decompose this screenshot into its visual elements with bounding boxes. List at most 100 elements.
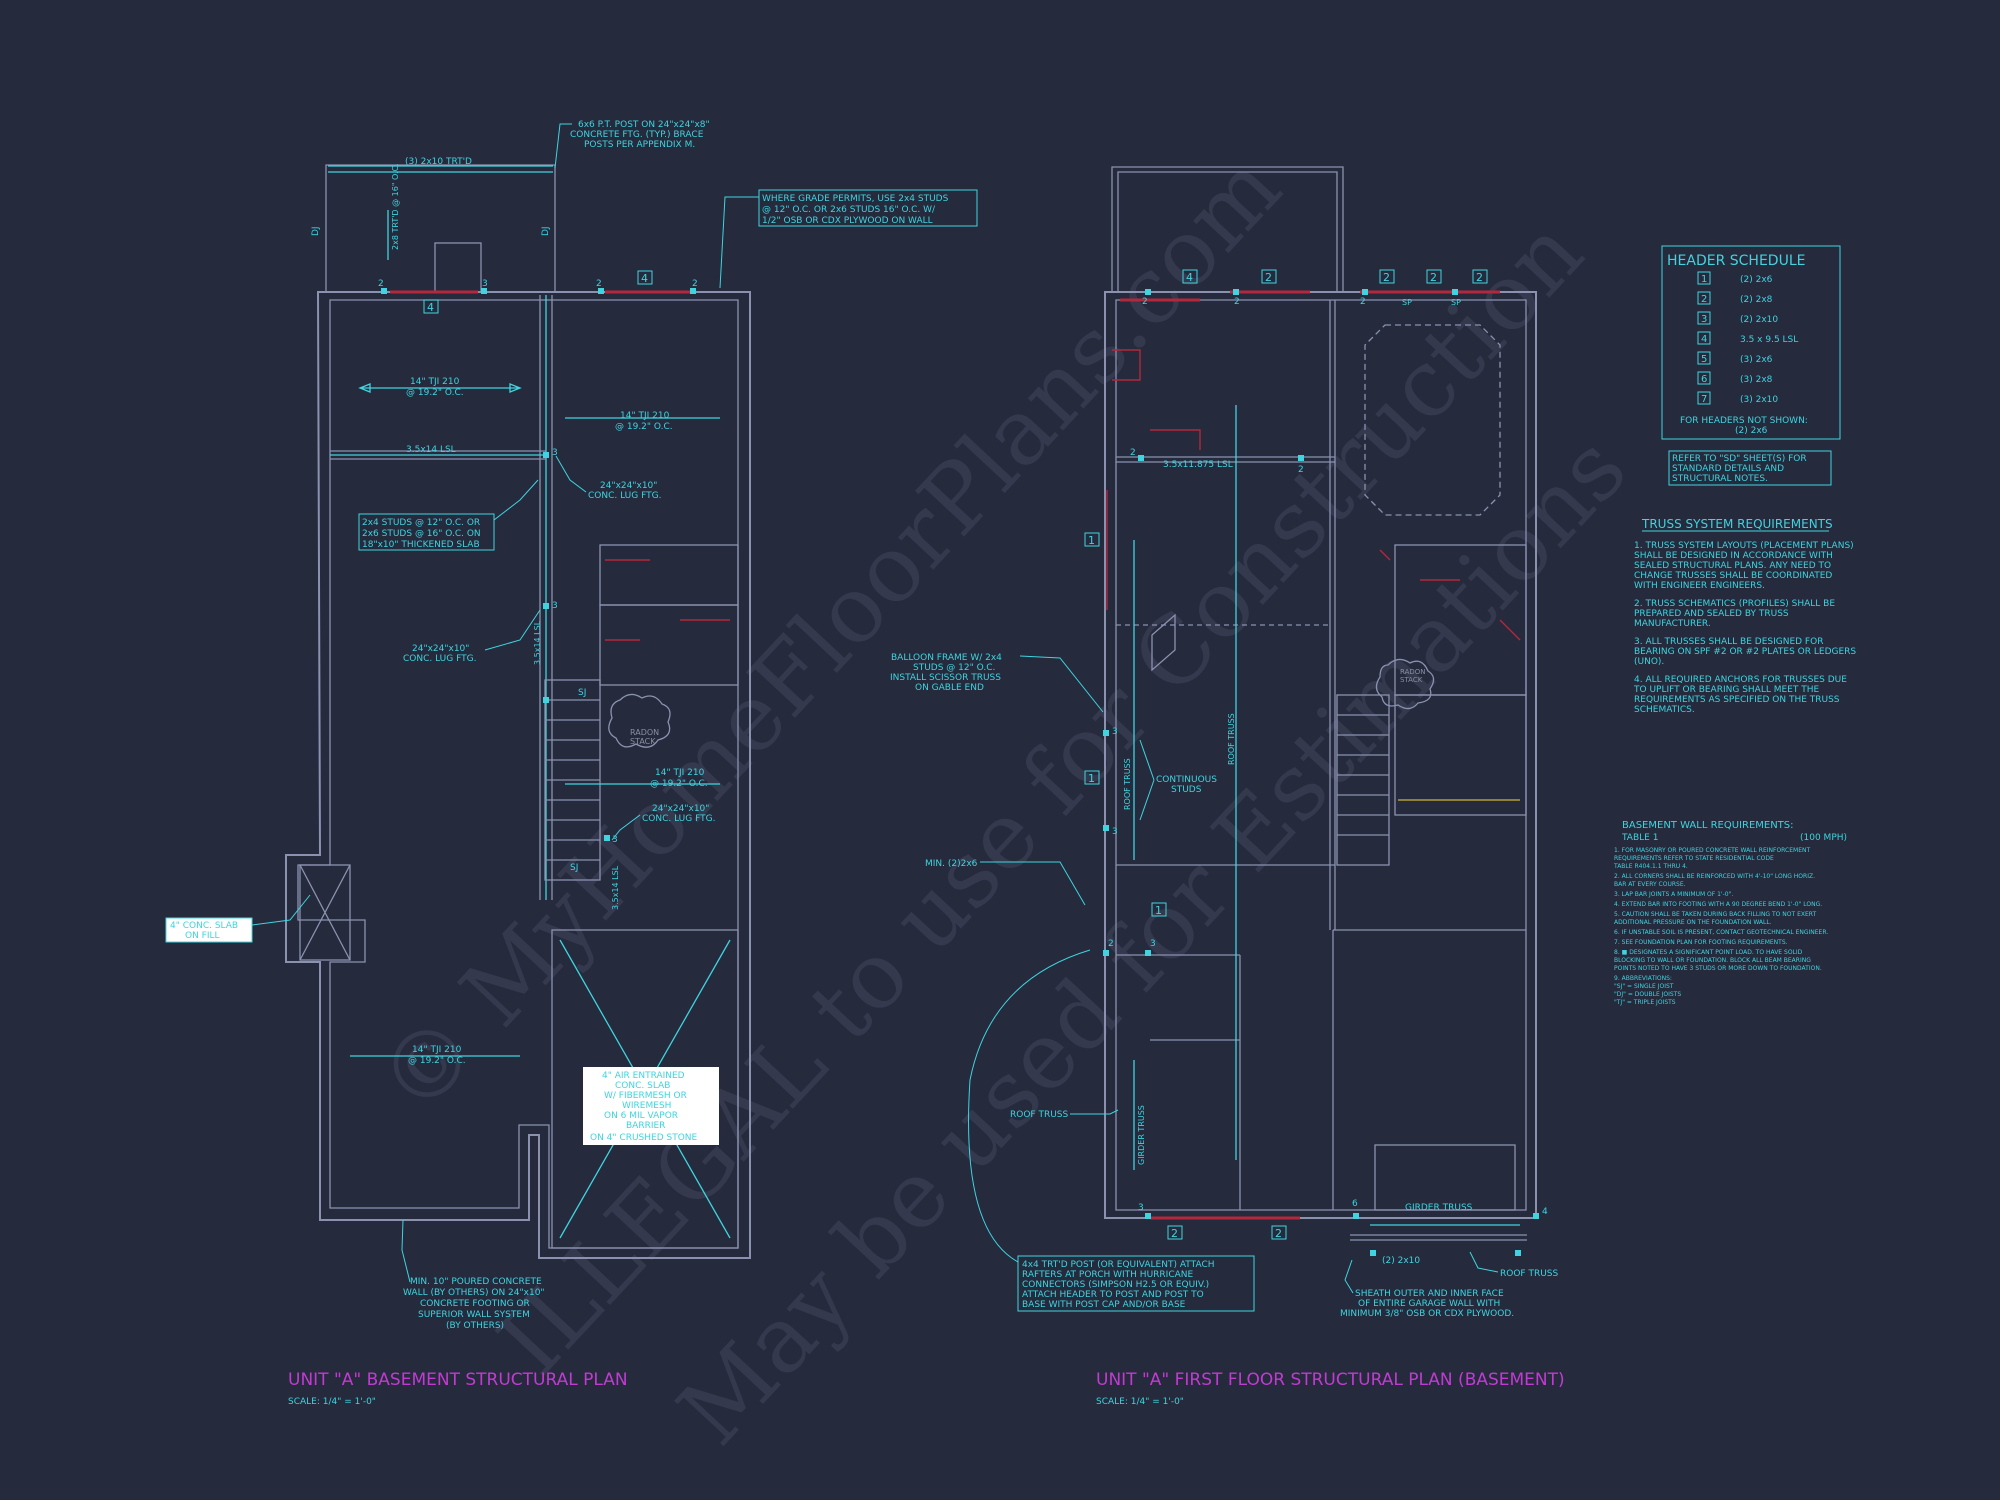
svg-text:CONC. LUG FTG.: CONC. LUG FTG.: [403, 654, 476, 664]
min-note: MIN. (2)2x6: [925, 859, 978, 869]
svg-text:BLOCKING TO WALL OR FOUNDATION: BLOCKING TO WALL OR FOUNDATION. BLOCK AL…: [1614, 957, 1811, 964]
truss-title: TRUSS SYSTEM REQUIREMENTS: [1641, 517, 1833, 531]
ff-post-note: 4x4 TRT'D POST (OR EQUIVALENT) ATTACH RA…: [1017, 1255, 1255, 1312]
svg-text:STUDS @ 12" O.C.: STUDS @ 12" O.C.: [913, 663, 995, 673]
balloon-note: BALLOON FRAME W/ 2x4 STUDS @ 12" O.C. IN…: [890, 653, 1002, 693]
svg-text:4" CONC. SLAB: 4" CONC. SLAB: [170, 921, 238, 931]
tag-3c: 3: [552, 601, 558, 611]
grade-leader: [719, 196, 759, 289]
svg-text:2: 2: [1130, 448, 1136, 458]
roof-truss-v2: ROOF TRUSS: [1227, 713, 1236, 765]
svg-text:INSTALL SCISSOR TRUSS: INSTALL SCISSOR TRUSS: [890, 673, 1001, 683]
radon-cloud: [608, 693, 671, 748]
continuous-note: CONTINUOUS STUDS: [1156, 775, 1217, 795]
svg-text:TO UPLIFT OR BEARING SHALL MEE: TO UPLIFT OR BEARING SHALL MEET THE: [1633, 685, 1819, 695]
svg-text:(3) 2x8: (3) 2x8: [1740, 375, 1773, 385]
sj-2: SJ: [570, 863, 578, 873]
svg-text:"DJ" = DOUBLE JOISTS: "DJ" = DOUBLE JOISTS: [1614, 991, 1681, 998]
svg-text:3: 3: [1150, 939, 1156, 949]
tag-3b: 3: [552, 448, 558, 458]
svg-text:(2) 2x6: (2) 2x6: [1740, 275, 1773, 285]
header-footer-1: FOR HEADERS NOT SHOWN:: [1680, 416, 1808, 426]
svg-text:ON 6 MIL VAPOR: ON 6 MIL VAPOR: [604, 1111, 678, 1121]
svg-text:ADDITIONAL PRESSURE ON THE FOU: ADDITIONAL PRESSURE ON THE FOUNDATION WA…: [1614, 919, 1772, 926]
basement-title: UNIT "A" BASEMENT STRUCTURAL PLAN: [288, 1370, 628, 1390]
svg-text:STACK: STACK: [1400, 676, 1423, 684]
balloon-leader: [1019, 655, 1104, 713]
dj-right: DJ: [541, 226, 551, 236]
header-schedule-frame: [1661, 245, 1841, 440]
svg-text:ON FILL: ON FILL: [185, 931, 220, 941]
svg-text:"SJ" = SINGLE JOIST: "SJ" = SINGLE JOIST: [1614, 983, 1674, 990]
basement-outer-wall: [285, 291, 751, 1259]
sheath-note: SHEATH OUTER AND INNER FACE OF ENTIRE GA…: [1340, 1289, 1514, 1319]
girder-truss-v: GIRDER TRUSS: [1137, 1105, 1146, 1165]
lug-note-2: 24"x24"x10" CONC. LUG FTG.: [403, 644, 476, 664]
svg-text:ON GABLE END: ON GABLE END: [915, 683, 984, 693]
svg-text:18"x10" THICKENED SLAB: 18"x10" THICKENED SLAB: [362, 540, 480, 550]
svg-text:POINTS NOTED TO HAVE 3 STUDS O: POINTS NOTED TO HAVE 3 STUDS OR MORE DOW…: [1614, 965, 1822, 972]
ff-stair: [1336, 694, 1390, 866]
porch-step: [434, 242, 482, 293]
svg-text:2: 2: [1476, 271, 1483, 284]
studs-leader: [493, 479, 539, 521]
svg-text:2: 2: [1265, 271, 1272, 284]
svg-text:6x6 P.T. POST ON 24"x24"x8": 6x6 P.T. POST ON 24"x24"x8": [578, 120, 710, 130]
svg-text:3. LAP BAR JOINTS A MINIMUM OF: 3. LAP BAR JOINTS A MINIMUM OF 1'-0".: [1614, 891, 1733, 898]
svg-text:MANUFACTURER.: MANUFACTURER.: [1634, 619, 1711, 629]
svg-text:WALL (BY OTHERS) ON 24"x10": WALL (BY OTHERS) ON 24"x10": [403, 1288, 545, 1298]
areaway: [299, 864, 351, 961]
studs-note: 2x4 STUDS @ 12" O.C. OR 2x6 STUDS @ 16" …: [358, 513, 495, 551]
sheath-leader: [1344, 1259, 1354, 1294]
tag-3d: 3: [612, 835, 618, 845]
svg-text:2: 2: [1701, 294, 1707, 305]
svg-text:14" TJI 210: 14" TJI 210: [620, 411, 670, 421]
svg-text:2: 2: [1234, 297, 1240, 307]
svg-text:RAFTERS AT PORCH WITH HURRICAN: RAFTERS AT PORCH WITH HURRICANE: [1022, 1270, 1193, 1280]
svg-text:2: 2: [1108, 939, 1114, 949]
svg-text:1: 1: [1155, 904, 1162, 917]
tag-2a: 2: [378, 279, 384, 289]
header-schedule-title: HEADER SCHEDULE: [1667, 253, 1805, 269]
wall-note: MIN. 10" POURED CONCRETE WALL (BY OTHERS…: [403, 1277, 545, 1331]
garage-slab: [551, 929, 739, 1249]
svg-text:CONNECTORS (SIMPSON H2.5 OR EQ: CONNECTORS (SIMPSON H2.5 OR EQUIV.): [1022, 1280, 1209, 1290]
lsl-note-1: 3.5x14 LSL: [406, 445, 456, 455]
porch-header: [328, 165, 553, 173]
ff-title: UNIT "A" FIRST FLOOR STRUCTURAL PLAN (BA…: [1096, 1370, 1565, 1390]
svg-text:1/2" OSB OR CDX PLYWOOD ON WAL: 1/2" OSB OR CDX PLYWOOD ON WALL: [762, 216, 933, 226]
porch-post-label: 2x8 TRT'D @ 16" O.C.: [391, 163, 400, 250]
ff-porch: [1111, 166, 1344, 292]
svg-text:(2) 2x8: (2) 2x8: [1740, 295, 1773, 305]
svg-text:SUPERIOR WALL SYSTEM: SUPERIOR WALL SYSTEM: [418, 1310, 530, 1320]
svg-text:"TJ" = TRIPLE JOISTS: "TJ" = TRIPLE JOISTS: [1614, 999, 1676, 1006]
svg-text:2: 2: [1142, 297, 1148, 307]
svg-text:4. ALL REQUIRED ANCHORS FOR TR: 4. ALL REQUIRED ANCHORS FOR TRUSSES DUE: [1634, 675, 1847, 685]
lug-note-1: 24"x24"x10" CONC. LUG FTG.: [588, 481, 661, 501]
ff-octagon: [1364, 324, 1501, 516]
basement-wall-requirements: BASEMENT WALL REQUIREMENTS: TABLE 1 (100…: [1613, 820, 1847, 1006]
svg-text:BEARING ON SPF #2 OR #2 PLATES: BEARING ON SPF #2 OR #2 PLATES OR LEDGER…: [1634, 647, 1856, 657]
svg-text:4x4 TRT'D POST (OR EQUIVALENT): 4x4 TRT'D POST (OR EQUIVALENT) ATTACH: [1022, 1260, 1215, 1270]
svg-text:SP: SP: [1402, 298, 1412, 307]
roof-truss-v1: ROOF TRUSS: [1123, 758, 1132, 810]
areaway-cross: [299, 864, 351, 961]
tji-note-4: 14" TJI 210 @ 19.2" O.C.: [408, 1045, 466, 1066]
svg-text:CHANGE TRUSSES SHALL BE COORDI: CHANGE TRUSSES SHALL BE COORDINATED: [1634, 571, 1832, 581]
svg-text:1: 1: [1088, 772, 1095, 785]
svg-text:6: 6: [1352, 1199, 1358, 1209]
svg-text:CONCRETE FOOTING OR: CONCRETE FOOTING OR: [420, 1299, 530, 1309]
ff-radon-note: RADON STACK: [1400, 668, 1426, 684]
bw-mph: (100 MPH): [1800, 833, 1847, 843]
tji-note-3: 14" TJI 210 @ 19.2" O.C.: [650, 768, 708, 789]
svg-text:2: 2: [1171, 1227, 1178, 1240]
svg-text:STACK: STACK: [630, 737, 656, 746]
ff-lsl-note: 3.5x11.875 LSL: [1163, 460, 1233, 470]
svg-text:1: 1: [1088, 534, 1095, 547]
svg-text:BAR AT EVERY COURSE.: BAR AT EVERY COURSE.: [1614, 881, 1686, 888]
svg-text:1. TRUSS SYSTEM LAYOUTS (PLACE: 1. TRUSS SYSTEM LAYOUTS (PLACEMENT PLANS…: [1634, 541, 1854, 551]
svg-text:3.5 x 9.5 LSL: 3.5 x 9.5 LSL: [1740, 335, 1798, 345]
post-note: 6x6 P.T. POST ON 24"x24"x8" CONCRETE FTG…: [570, 120, 710, 150]
ff-scale: SCALE: 1/4" = 1'-0": [1096, 1397, 1184, 1407]
